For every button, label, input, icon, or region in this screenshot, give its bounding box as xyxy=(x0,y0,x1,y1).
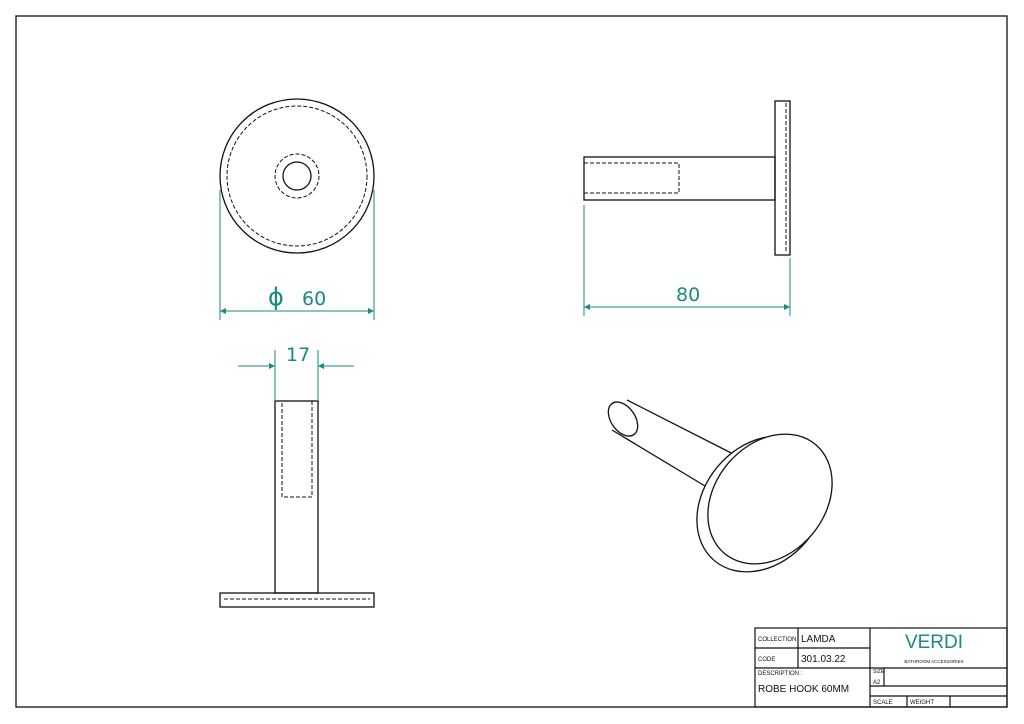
isometric-view xyxy=(607,399,833,573)
scale-label: SCALE xyxy=(873,700,893,706)
length-dimension: 80 xyxy=(676,284,700,306)
size-value: A2 xyxy=(873,680,881,686)
top-view: 17 xyxy=(219,344,375,608)
collection-label: COLLECTION xyxy=(758,637,796,643)
code-label: CODE xyxy=(758,657,775,663)
diameter-symbol: ϕ xyxy=(268,283,284,311)
rod-width-dimension: 17 xyxy=(286,344,310,366)
diameter-dimension: 60 xyxy=(302,288,326,310)
title-block: COLLECTION LAMDA CODE 301.03.22 DESCRIPT… xyxy=(754,627,1008,708)
drawing-border xyxy=(15,15,1008,708)
side-view: 80 xyxy=(583,100,791,316)
code-value: 301.03.22 xyxy=(801,654,846,665)
brand-logo: VERDI xyxy=(905,632,963,653)
brand-tagline: BATHROOM ACCESSORIES xyxy=(904,659,963,664)
description-label: DESCRIPTION : xyxy=(758,671,803,677)
weight-label: WEIGHT xyxy=(910,700,934,706)
size-label: SIZE xyxy=(873,669,885,675)
front-view: ϕ 60 xyxy=(219,98,375,320)
description-value: ROBE HOOK 60MM xyxy=(758,684,849,695)
collection-value: LAMDA xyxy=(801,634,836,645)
